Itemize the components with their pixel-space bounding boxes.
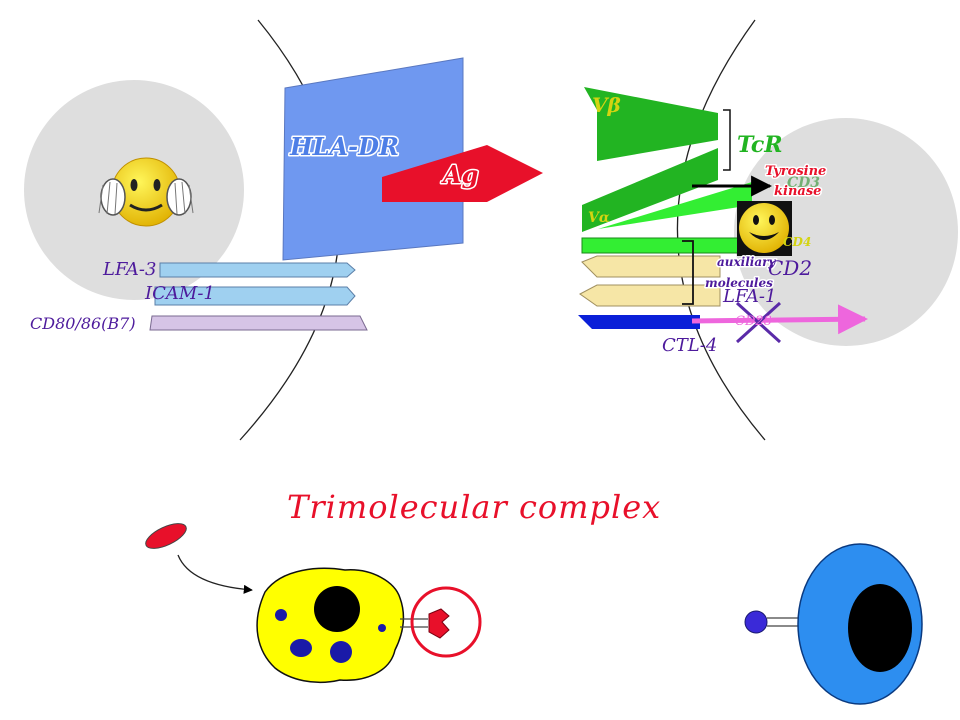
v-alpha-chain <box>582 148 718 232</box>
t-cell-body <box>734 118 958 346</box>
tcr-bracket <box>723 109 731 171</box>
cd4-molecule <box>581 237 758 254</box>
block-x-line-2 <box>735 301 782 344</box>
t-cell-membrane <box>676 19 766 441</box>
cd3-molecule <box>598 182 752 229</box>
vesicle-4 <box>378 624 386 632</box>
cd80-label: CD80/86(B7) <box>30 314 136 333</box>
lfa1-molecule <box>579 284 721 307</box>
vesicle-3 <box>330 641 352 663</box>
uptake-arrow <box>177 554 253 594</box>
hla-dr-molecule <box>282 57 464 261</box>
lfa3-molecule <box>159 262 356 278</box>
happy-smiley-icon <box>737 201 792 256</box>
cd28-label: CD28 <box>735 314 772 329</box>
ctl4-label: CTL-4 <box>662 335 717 356</box>
t-cell-receptor-ball <box>744 610 768 634</box>
auxiliary-label: auxiliary <box>717 255 776 269</box>
lfa1-label: LFA-1 <box>722 286 776 307</box>
vesicle-1 <box>275 609 287 621</box>
icam1-molecule <box>154 286 356 306</box>
diagram-title: Trimolecular complex <box>287 488 661 526</box>
cd80-molecule <box>149 315 368 331</box>
cd2-label: CD2 <box>768 256 812 280</box>
worried-smiley-icon <box>98 157 194 227</box>
cd2-molecule <box>581 255 721 278</box>
ag-label: Ag <box>441 160 478 189</box>
auxiliary-bracket <box>682 240 694 305</box>
antigen-peptide <box>382 145 543 202</box>
kinase-label: kinase <box>774 184 821 199</box>
v-beta-chain <box>584 87 718 161</box>
v-alpha-label: Vα <box>588 210 610 226</box>
icam1-label: ICAM-1 <box>144 283 215 304</box>
cd28-arrow <box>691 304 868 335</box>
tcr-label: TcR <box>737 132 783 158</box>
antigen-highlight-circle <box>410 586 482 658</box>
hla-dr-label: HLA-DR <box>289 132 399 161</box>
t-cell-nucleus <box>848 584 912 672</box>
tyrosine-label: Tyrosine <box>765 164 826 179</box>
free-antigen <box>145 523 187 549</box>
cd3-label: CD3 <box>787 175 820 191</box>
lfa3-label: LFA-3 <box>102 259 156 280</box>
v-beta-label: Vβ <box>592 93 621 117</box>
ctl4-molecule <box>578 315 700 329</box>
vesicle-2 <box>290 639 312 657</box>
presented-antigen <box>428 608 450 639</box>
cd4-label: CD4 <box>783 235 811 249</box>
apc-nucleus <box>314 586 360 632</box>
molecules-label: molecules <box>705 276 773 290</box>
